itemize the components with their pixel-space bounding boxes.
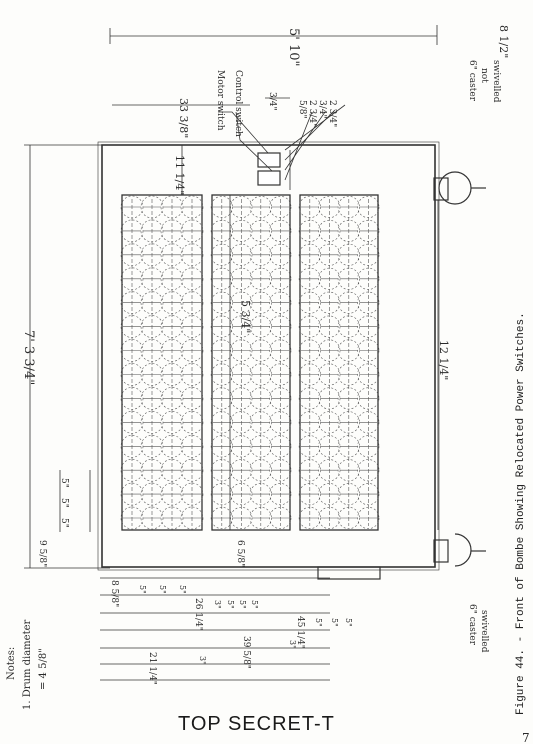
drum-panel-1 xyxy=(121,194,203,531)
switch-dim-1: 5/8" xyxy=(297,100,307,119)
power-switches xyxy=(257,152,281,186)
drum-circle xyxy=(269,483,292,506)
switch-dim-2: 2 3/4" xyxy=(307,100,317,127)
drum-grid xyxy=(120,195,380,530)
drum-circle xyxy=(337,435,360,458)
drum-circle xyxy=(298,411,321,434)
drum-circle xyxy=(357,483,380,506)
notes-line-1: 1. Drum diameter xyxy=(22,619,33,710)
row1-a: 5" xyxy=(138,585,147,594)
drum-circle xyxy=(318,483,341,506)
drum-circle xyxy=(337,459,360,482)
row1-main: 8 5/8" xyxy=(109,580,119,607)
caster-top-label-1: 6" caster xyxy=(467,60,477,102)
row2-d: 5" xyxy=(250,600,259,609)
drum-circle xyxy=(269,506,292,529)
row3-a: 5" xyxy=(314,618,323,627)
drum-circle xyxy=(357,459,380,482)
row5-main: 21 1/4" xyxy=(147,652,157,685)
caster-bottom-label-2: swivelled xyxy=(479,610,489,653)
panel-top-label: 11 1/4" xyxy=(173,155,186,195)
left-stack-1: 5" xyxy=(59,478,69,488)
left-stack-2: 5" xyxy=(59,498,69,508)
drum-panels xyxy=(121,194,379,531)
left-gap-label: 33 3/8" xyxy=(177,98,190,138)
drum-circle xyxy=(337,411,360,434)
caster-top-label-3: swivelled xyxy=(491,60,501,103)
overall-length-label: 7' 3 3/4" xyxy=(21,330,36,385)
control-switch xyxy=(257,170,281,186)
drum-circle xyxy=(298,459,321,482)
page-mark: 7 xyxy=(522,731,530,744)
switch-dim-3: 3/4" xyxy=(317,100,327,119)
drum-circle xyxy=(269,411,292,434)
drum-panel-3 xyxy=(299,194,379,531)
drum-circle xyxy=(269,435,292,458)
drum-circle xyxy=(180,506,204,530)
notes-line-2: = 4 5/8" xyxy=(38,648,49,690)
drum-circle xyxy=(298,435,321,458)
drum-gap-label: 5 3/4" xyxy=(239,300,252,333)
drum-circle xyxy=(269,459,292,482)
row2-a: 3" xyxy=(213,600,222,609)
drum-circle xyxy=(318,435,341,458)
row1-b: 5" xyxy=(158,585,167,594)
overall-height-label: 5' 10" xyxy=(286,28,301,67)
caster-bottom xyxy=(317,533,486,580)
switch-leaders xyxy=(218,104,346,190)
caster-bottom-label-1: 6" caster xyxy=(467,604,477,646)
row3-c: 5" xyxy=(344,618,353,627)
dimension-lines xyxy=(24,25,439,681)
motor-switch-label: Motor switch xyxy=(215,70,225,131)
cabinet-outline xyxy=(97,141,440,571)
caster-top xyxy=(433,171,486,205)
small-gap-label: 3/4" xyxy=(267,92,277,111)
row5-a: 3" xyxy=(198,656,207,665)
control-switch-label: Control switch xyxy=(233,70,243,137)
row2-c: 5" xyxy=(238,600,247,609)
notes-heading: Notes: xyxy=(6,647,17,680)
drum-circle xyxy=(298,483,321,506)
drum-panel-2 xyxy=(211,194,291,531)
row2-main: 26 1/4" xyxy=(193,598,203,631)
left-small-label: 9 5/8" xyxy=(37,540,47,567)
drum-circle xyxy=(318,459,341,482)
left-stack-3: 5" xyxy=(59,518,69,528)
drum-circle xyxy=(337,506,360,529)
drum-circle xyxy=(318,506,341,529)
row4-main: 39 5/8" xyxy=(241,636,251,669)
top-offset-label: 8 1/2" xyxy=(497,25,510,58)
classification-mark: TOP SECRET-T xyxy=(178,713,335,735)
row2-b: 5" xyxy=(226,600,235,609)
motor-switch xyxy=(257,152,281,168)
drum-circle xyxy=(298,506,321,529)
drum-circle xyxy=(357,435,380,458)
row1-c: 5" xyxy=(178,585,187,594)
bottom-gap-label: 12 1/4" xyxy=(437,340,450,380)
dimension-labels: 5' 10" 8 1/2" 7' 3 3/4" 33 3/8" 3/4" 5/8… xyxy=(21,25,510,685)
lower-left-label: 6 5/8" xyxy=(235,540,245,567)
caster-top-label-2: not xyxy=(479,68,489,83)
row3-main: 45 1/4" xyxy=(295,616,305,649)
drum-circle xyxy=(318,411,341,434)
row4-a: 3" xyxy=(288,640,297,649)
drum-circle xyxy=(337,483,360,506)
drum-circle xyxy=(357,411,380,434)
drum-circle xyxy=(357,506,380,529)
row3-b: 5" xyxy=(330,618,339,627)
notes-block: Notes: 1. Drum diameter = 4 5/8" xyxy=(6,619,49,710)
figure-caption: Figure 44. - Front of Bombe Showing Relo… xyxy=(515,312,527,715)
switch-dim-4: 2 3/4" xyxy=(327,100,337,127)
